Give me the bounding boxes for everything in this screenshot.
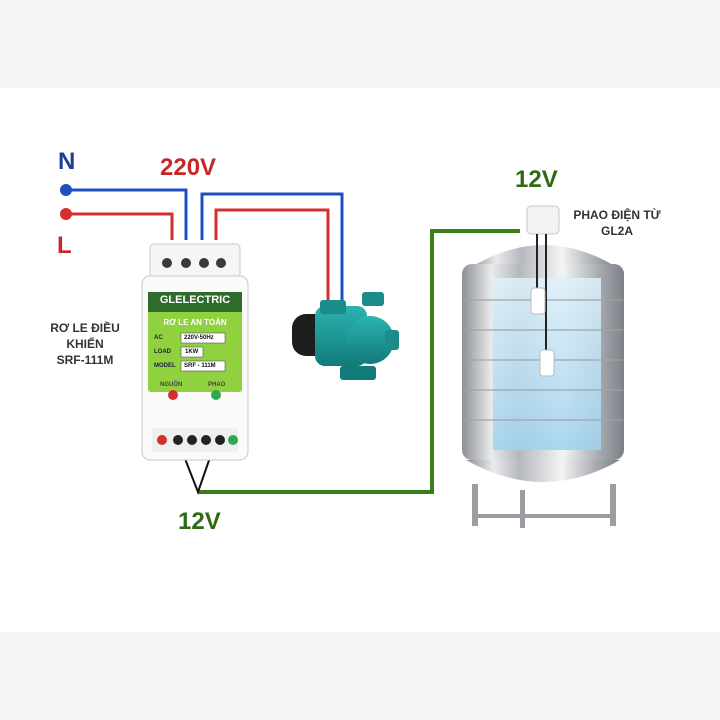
relay-load-key: LOAD	[154, 349, 171, 355]
line-terminal-dot	[60, 208, 72, 220]
relay-title: RƠ LE AN TOÀN	[163, 318, 227, 327]
relay-model-key: MODEL	[154, 363, 176, 369]
relay-caption-line1: RƠ LE ĐIỀU	[50, 321, 120, 335]
float-caption-line1: PHAO ĐIỆN TỪ	[573, 208, 661, 222]
red-line-wire	[66, 212, 174, 240]
relay-caption: RƠ LE ĐIỀU KHIỂN SRF-111M	[38, 320, 132, 368]
float-led-label: PHAO	[208, 382, 226, 388]
neutral-label: N	[58, 148, 76, 175]
line-label: L	[57, 232, 72, 259]
power-led-label: NGUỒN	[160, 382, 183, 388]
float-caption-line2: GL2A	[600, 224, 633, 238]
water-pump	[292, 292, 399, 380]
relay-load-value: 1KW	[185, 349, 199, 355]
relay-ac-key: AC	[154, 335, 163, 341]
relay-brand: GLELECTRIC	[159, 294, 231, 306]
relay-caption-line2: KHIỂN	[66, 337, 104, 351]
float-led	[211, 390, 221, 400]
relay-caption-line3: SRF-111M	[56, 353, 114, 367]
relay-ac-value: 220V-50Hz	[184, 335, 214, 341]
blue-pump-wire	[200, 192, 344, 306]
sensor-wire-fork	[179, 445, 215, 495]
voltage-220-label: 220V	[160, 154, 217, 181]
float-sensor-caption: PHAO ĐIỆN TỪ GL2A	[562, 207, 672, 239]
voltage-12-bottom-label: 12V	[178, 508, 221, 535]
power-led	[168, 390, 178, 400]
relay-module	[141, 243, 249, 461]
neutral-terminal-dot	[60, 184, 72, 196]
blue-neutral-wire	[66, 188, 188, 240]
stainless-water-tank	[462, 205, 624, 528]
relay-model-value: SRF - 111M	[184, 363, 216, 369]
green-sensor-wire	[198, 229, 520, 494]
red-pump-wire	[214, 208, 330, 306]
voltage-12-top-label: 12V	[515, 166, 558, 193]
